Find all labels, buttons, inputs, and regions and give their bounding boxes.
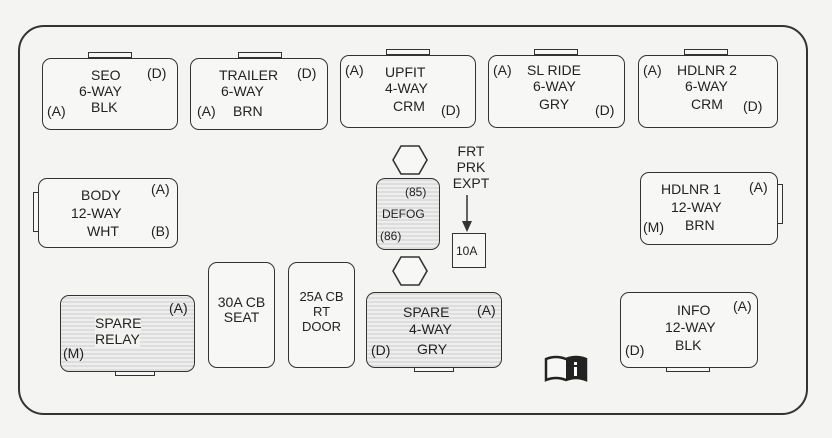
label: 6-WAY: [79, 83, 122, 99]
label: SL RIDE: [527, 62, 581, 78]
label: BRN: [685, 217, 715, 233]
label: RELAY: [95, 331, 140, 347]
connector-tab: [88, 52, 132, 58]
connector-tab: [534, 49, 578, 55]
label: SPARE: [95, 315, 142, 331]
pin-label: (B): [151, 223, 170, 239]
pin-label: (A): [643, 62, 662, 78]
connector-trailer[interactable]: TRAILER (D) 6-WAY (A) BRN: [190, 58, 328, 130]
hex-stud-icon: [392, 145, 428, 175]
fuse-panel-outline: [18, 25, 808, 415]
label: 4-WAY: [385, 80, 428, 96]
label: DOOR: [302, 319, 341, 334]
pin-label: (D): [625, 342, 645, 358]
pin-label: (85): [405, 185, 427, 199]
pin-label: (D): [297, 65, 317, 81]
caption-line: PRK: [456, 159, 486, 175]
relay-spare[interactable]: (A) SPARE RELAY (M): [60, 295, 195, 372]
label: 10A: [456, 244, 478, 258]
label: GRY: [539, 96, 570, 112]
label: SEO: [91, 67, 121, 83]
pin-label: (D): [743, 98, 763, 114]
pin-label: (D): [441, 102, 461, 118]
connector-spare-4way[interactable]: SPARE (A) 4-WAY (D) GRY: [366, 292, 502, 368]
connector-info[interactable]: INFO (A) 12-WAY (D) BLK: [620, 292, 758, 368]
label: BODY: [81, 187, 121, 203]
label: CRM: [393, 98, 425, 114]
label: TRAILER: [219, 67, 279, 83]
label: 6-WAY: [221, 83, 264, 99]
hex-stud-icon: [392, 256, 428, 286]
label: CRM: [691, 96, 723, 112]
fuse-caption: FRT PRK EXPT: [446, 143, 496, 191]
label: INFO: [677, 302, 711, 318]
pin-label: (A): [151, 181, 170, 197]
label: GRY: [417, 341, 448, 357]
label: BLK: [91, 99, 118, 115]
label: HDLNR 1: [661, 181, 721, 197]
pin-label: (D): [595, 102, 615, 118]
connector-upfit[interactable]: (A) UPFIT 4-WAY CRM (D): [340, 55, 476, 128]
label: RT: [312, 304, 331, 319]
label: 30A CB: [217, 294, 266, 310]
pin-label: (A): [493, 62, 512, 78]
label: 6-WAY: [533, 78, 576, 94]
pin-label: (A): [477, 302, 496, 318]
label: SPARE: [403, 304, 450, 320]
label: WHT: [87, 223, 119, 239]
arrow-down-icon: [462, 195, 472, 232]
caption-line: EXPT: [452, 175, 490, 191]
label: UPFIT: [385, 64, 426, 80]
breaker-30a-seat[interactable]: 30A CB SEAT: [208, 262, 275, 368]
caption-line: FRT: [457, 143, 485, 159]
pin-label: (A): [47, 103, 66, 119]
label: 12-WAY: [71, 205, 122, 221]
connector-hdlnr2[interactable]: (A) HDLNR 2 6-WAY CRM (D): [638, 55, 778, 128]
pin-label: (A): [345, 62, 364, 78]
pin-label: (D): [371, 342, 391, 358]
connector-body[interactable]: BODY (A) 12-WAY WHT (B): [38, 178, 178, 248]
connector-seo[interactable]: SEO (D) 6-WAY (A) BLK: [42, 58, 178, 130]
connector-tab: [238, 52, 282, 58]
label: 12-WAY: [671, 199, 722, 215]
label: BRN: [233, 103, 263, 119]
connector-hdlnr1[interactable]: HDLNR 1 (A) 12-WAY (M) BRN: [640, 172, 778, 245]
connector-tab: [684, 49, 728, 55]
label: BLK: [675, 337, 702, 353]
pin-label: (A): [197, 103, 216, 119]
fuse-10a[interactable]: 10A: [452, 233, 486, 268]
label: 25A CB: [299, 289, 344, 304]
label: 4-WAY: [409, 321, 452, 337]
pin-label: (A): [733, 298, 752, 314]
breaker-25a-rt-door[interactable]: 25A CB RT DOOR: [288, 262, 355, 368]
pin-label: (D): [147, 65, 167, 81]
label: SEAT: [223, 309, 260, 325]
pin-label: (M): [63, 345, 84, 361]
label: HDLNR 2: [677, 62, 737, 78]
connector-sl-ride[interactable]: (A) SL RIDE 6-WAY GRY (D): [488, 55, 625, 128]
owner-manual-info-icon: [544, 355, 588, 382]
label: 6-WAY: [685, 78, 728, 94]
pin-label: (M): [643, 219, 664, 235]
pin-label: (A): [169, 300, 188, 316]
connector-tab: [386, 49, 430, 55]
pin-label: (A): [749, 179, 768, 195]
label: 12-WAY: [665, 319, 716, 335]
relay-defog[interactable]: (85) DEFOG (86): [376, 178, 440, 250]
label: DEFOG: [382, 207, 425, 221]
pin-label: (86): [380, 229, 402, 243]
